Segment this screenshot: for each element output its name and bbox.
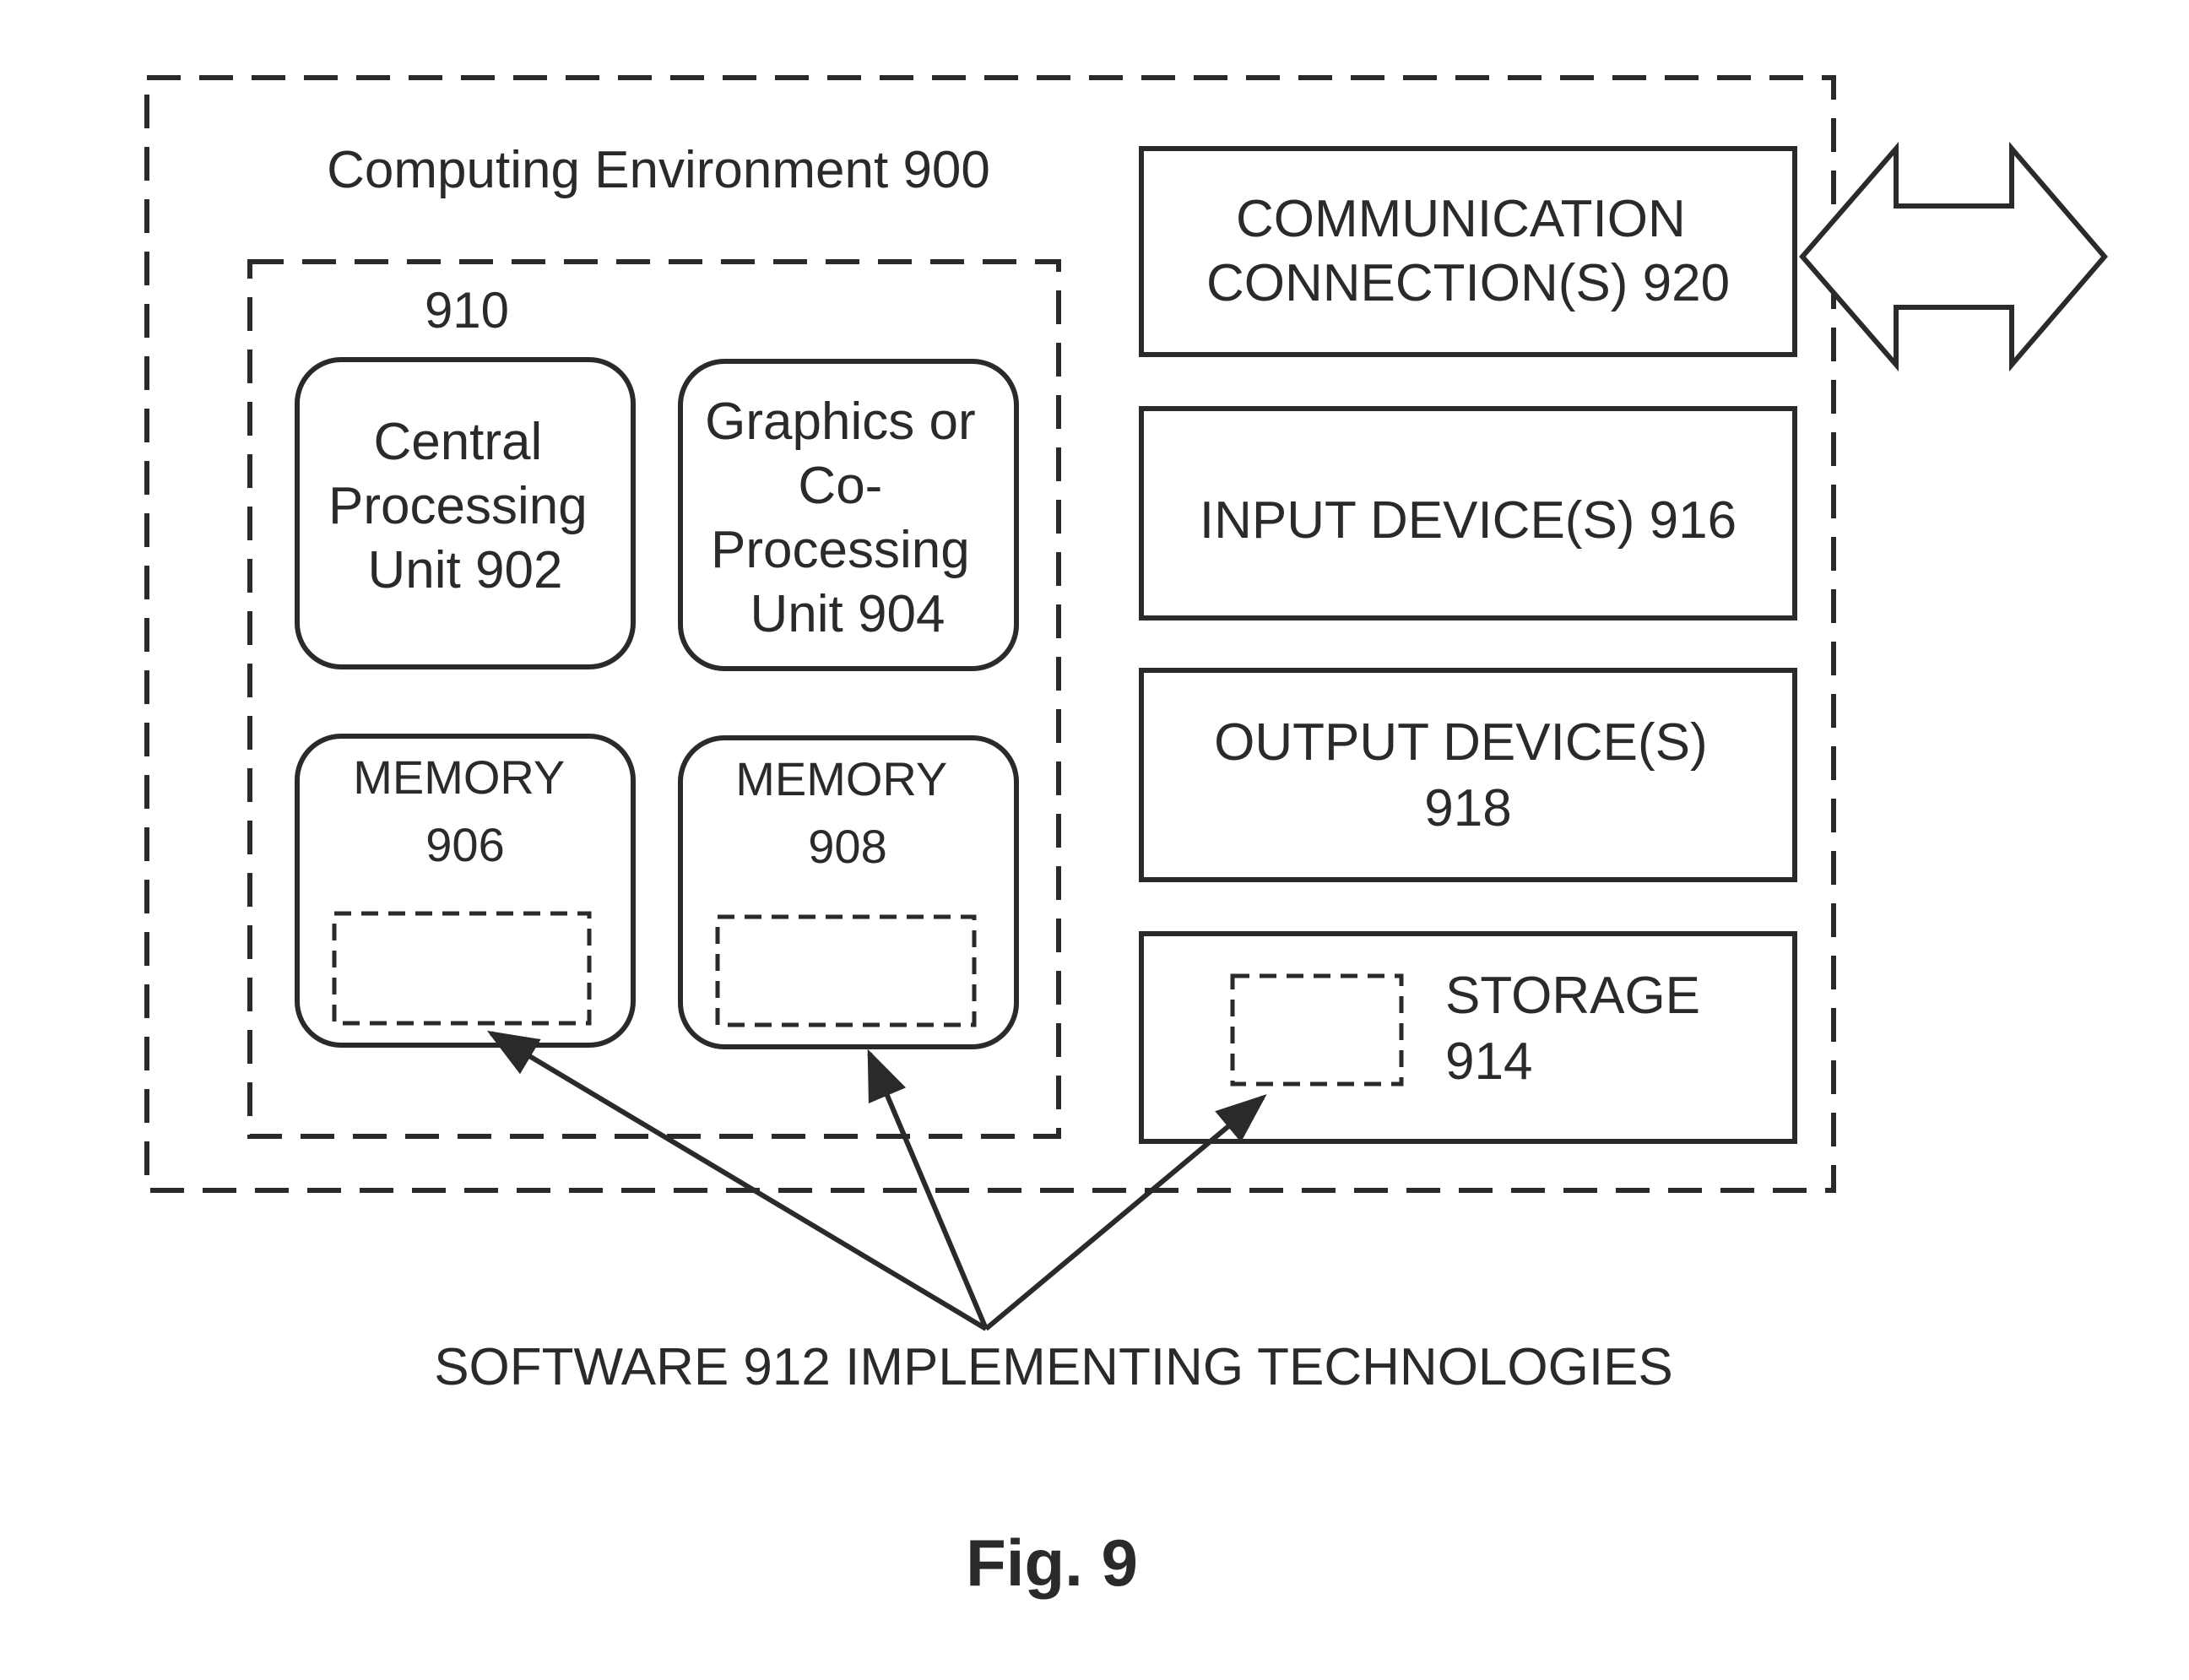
bidirectional-arrow-icon [1802,149,2105,365]
storage-label: STORAGE 914 [1445,967,1715,1091]
communication-connection-label: COMMUNICATION CONNECTION(S) 920 [1206,190,1730,312]
cpu-label: Central Processing Unit 902 [328,413,602,599]
input-device-label: INPUT DEVICE(S) 916 [1200,491,1737,550]
memory-908-label: MEMORY 908 [735,752,960,873]
processing-group-label: 910 [425,282,509,339]
arrow-to-storage [986,1097,1263,1329]
storage-software-slot [1233,976,1401,1084]
memory-906-software-slot [334,913,589,1023]
memory-906-label: MEMORY 906 [353,751,577,871]
output-device-label: OUTPUT DEVICE(S) 918 [1214,713,1722,837]
arrow-to-memory-906 [491,1033,986,1329]
software-pointer-arrows [491,1033,1263,1329]
memory-908-software-slot [718,917,974,1025]
gpu-label: Graphics or Co- Processing Unit 904 [705,393,990,643]
computing-environment-label: Computing Environment 900 [327,141,990,199]
communication-connection-box [1141,149,1795,355]
output-device-box [1141,670,1795,880]
software-label: SOFTWARE 912 IMPLEMENTING TECHNOLOGIES [434,1338,1673,1396]
figure-caption: Fig. 9 [966,1526,1138,1600]
